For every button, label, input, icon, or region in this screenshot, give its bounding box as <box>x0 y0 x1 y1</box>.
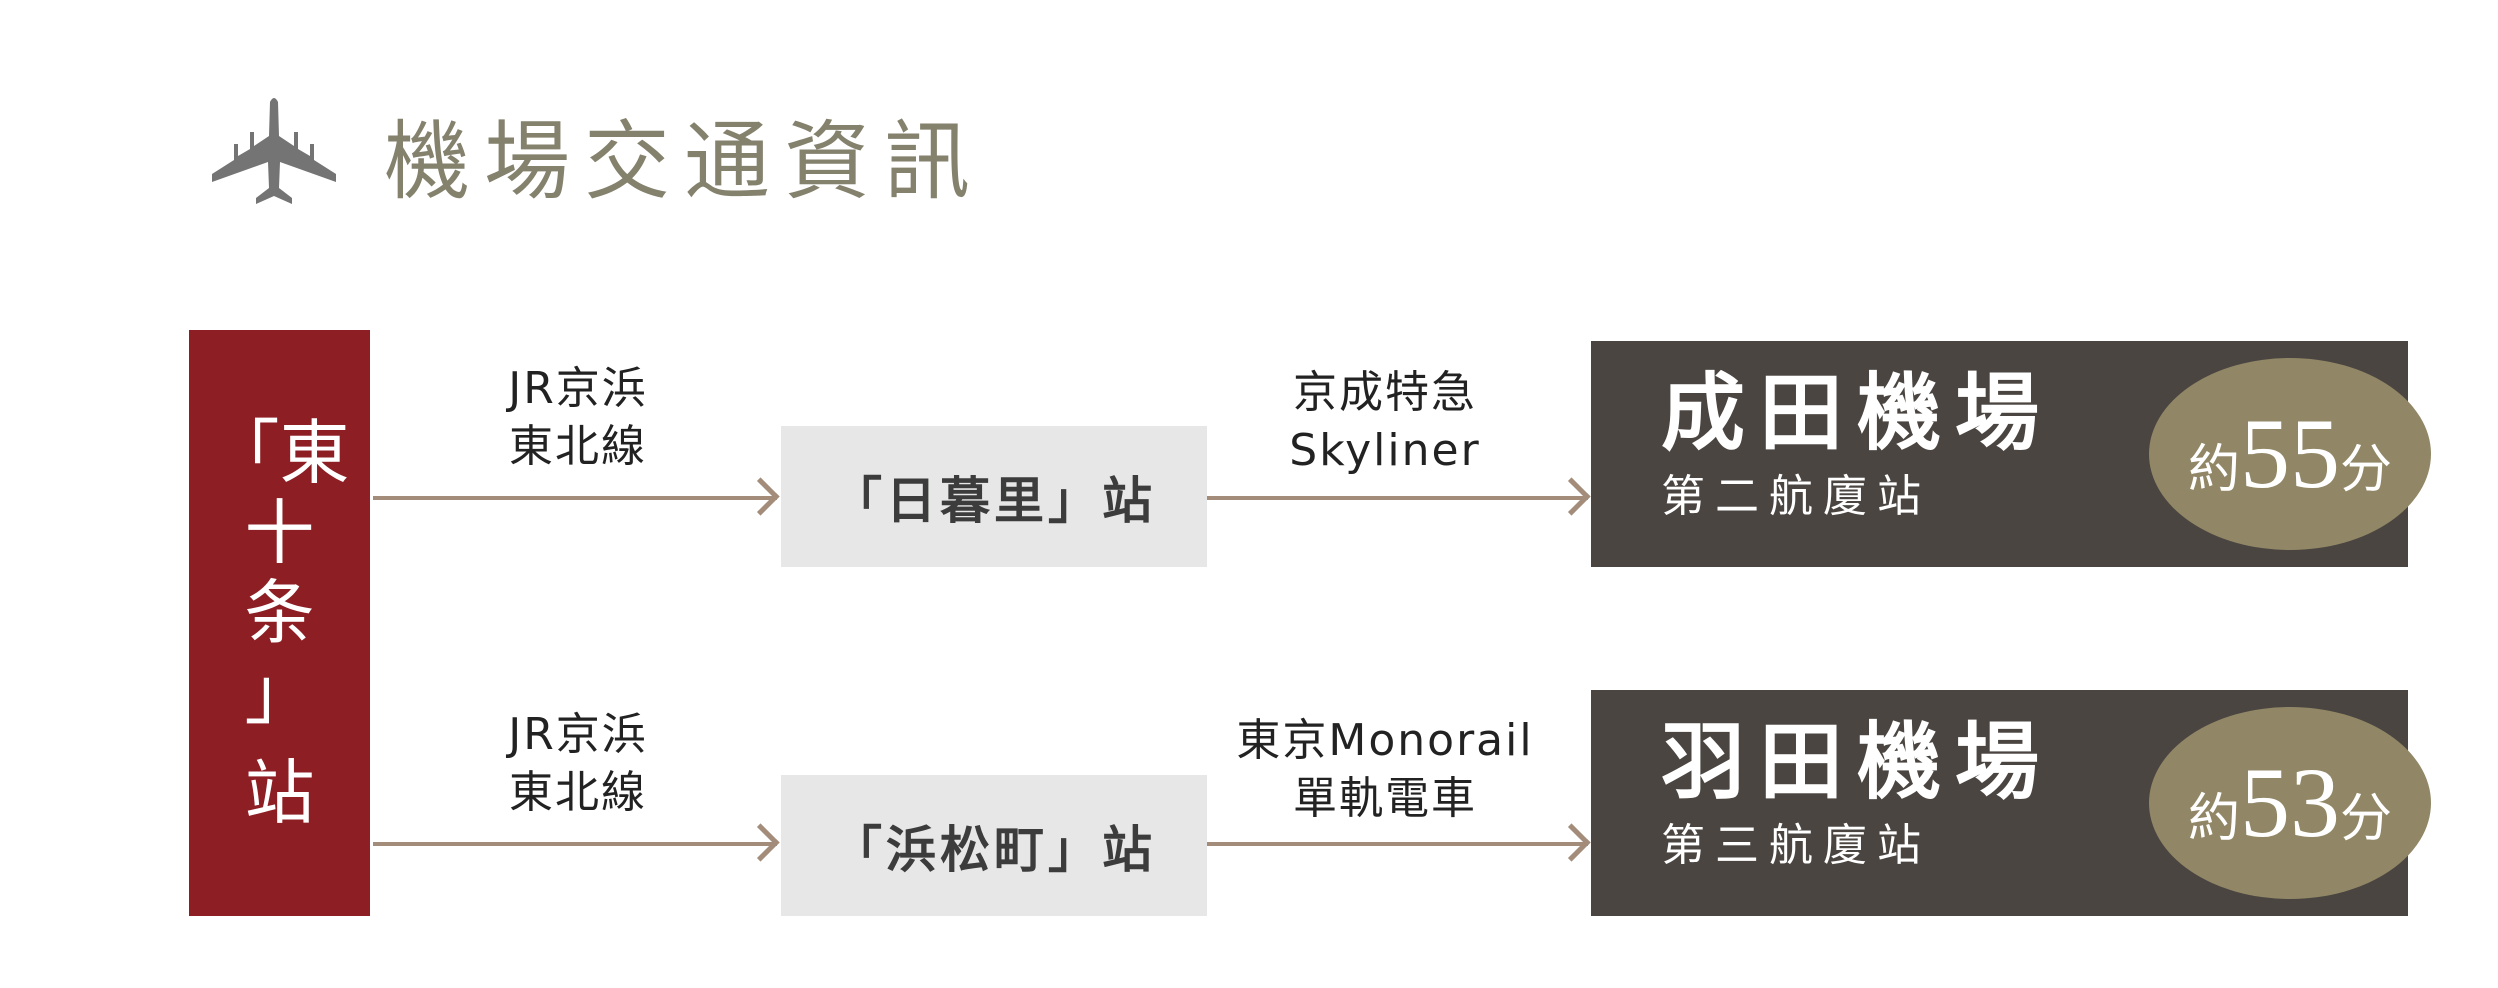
line-label-text: 東北線 <box>509 421 647 472</box>
line-label-text: JR京浜 <box>508 363 648 414</box>
line2-label: 東京Monorail 單軌電車 <box>1236 712 1533 828</box>
line1-label: JR京浜 東北線 <box>508 360 648 476</box>
airplane-icon <box>208 96 340 208</box>
time-suffix: 分 <box>2340 789 2393 849</box>
travel-time-badge: 約 55 分 <box>2149 358 2431 550</box>
origin-line: 「東 <box>209 412 350 494</box>
destination-name: 成田機場 <box>1661 364 2054 462</box>
origin-line: 站 <box>244 752 315 834</box>
arrow <box>373 842 777 846</box>
arrow <box>1207 496 1588 500</box>
page-title: 機場交通資訊 <box>384 112 984 212</box>
line-label-text: 東京Monorail <box>1236 715 1534 766</box>
destination-box: 羽田機場 第三航廈站 約 53 分 <box>1591 690 2431 916</box>
origin-line: 」 <box>244 652 315 734</box>
transfer-station: 「浜松町」站 <box>781 775 1207 916</box>
time-prefix: 約 <box>2187 440 2240 500</box>
origin-line: 条 <box>244 572 315 654</box>
time-minutes: 55 <box>2240 398 2340 509</box>
time-minutes: 53 <box>2240 747 2340 858</box>
line2-label: 京成特急 Skyliner <box>1289 364 1480 480</box>
time-prefix: 約 <box>2187 789 2240 849</box>
terminal-name: 第三航廈站 <box>1661 820 1931 871</box>
line-label-text: 京成特急 <box>1292 367 1477 418</box>
arrow <box>373 496 777 500</box>
origin-line: 十 <box>244 492 315 574</box>
line1-label: JR京浜 東北線 <box>508 706 648 822</box>
terminal-name: 第二航廈站 <box>1661 471 1931 522</box>
transfer-station: 「日暮里」站 <box>781 426 1207 567</box>
line-label-text: Skyliner <box>1289 425 1481 476</box>
arrow <box>1207 842 1588 846</box>
destination-name: 羽田機場 <box>1661 713 2054 811</box>
travel-time-badge: 約 53 分 <box>2149 707 2431 899</box>
line-label-text: JR京浜 <box>508 709 648 760</box>
time-suffix: 分 <box>2340 440 2393 500</box>
line-label-text: 東北線 <box>509 767 647 818</box>
line-label-text: 單軌電車 <box>1292 773 1477 824</box>
origin-station: 「東 十 条 」 站 <box>189 330 370 916</box>
destination-box: 成田機場 第二航廈站 約 55 分 <box>1591 341 2431 567</box>
